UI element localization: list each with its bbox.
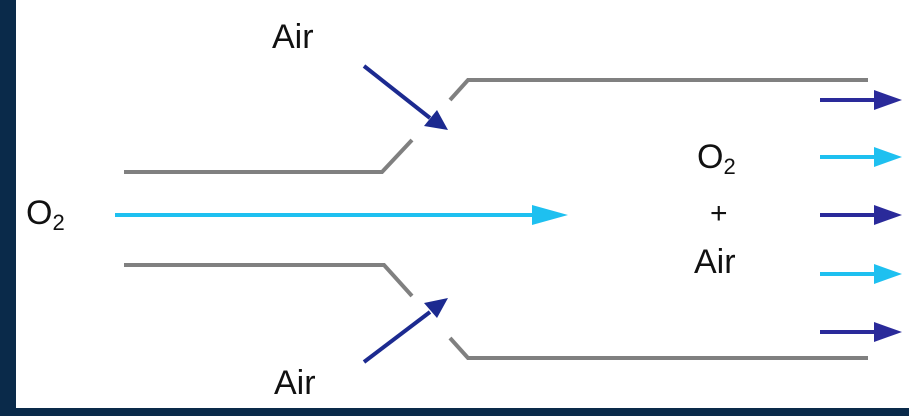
air-label-top-text: Air	[272, 18, 314, 56]
lower-chamber-wall	[448, 336, 868, 360]
air-label-top: Air	[272, 20, 314, 54]
oxygen-label-inlet-subscript: 2	[52, 210, 65, 235]
oxygen-label-inlet: O2	[26, 196, 65, 234]
mixture-label-air-text: Air	[694, 243, 736, 281]
mixture-label-oxygen-main: O	[697, 138, 724, 176]
outlet-arrow-4	[820, 264, 902, 284]
arrow-up-right-icon	[424, 298, 448, 318]
outlet-arrow-5	[820, 322, 902, 342]
arrow-right-icon	[874, 264, 902, 284]
air-inflow-arrow-top	[362, 64, 448, 130]
mixture-label-plus-text: +	[710, 197, 728, 230]
lower-inlet-wall	[124, 263, 414, 298]
mixture-label-oxygen: O2	[697, 140, 736, 178]
air-label-bottom-text: Air	[274, 364, 316, 402]
mixture-label-plus: +	[710, 199, 728, 229]
mixture-label-oxygen-subscript: 2	[723, 154, 736, 179]
outlet-arrow-2	[820, 147, 902, 167]
arrow-right-icon	[874, 322, 902, 342]
outlet-arrow-3	[820, 205, 902, 225]
arrow-right-icon	[532, 205, 568, 225]
arrow-right-icon	[874, 205, 902, 225]
upper-chamber-wall	[448, 78, 868, 102]
oxygen-inflow-arrow	[115, 205, 568, 225]
arrow-down-right-icon	[424, 110, 448, 130]
diagram-panel	[16, 0, 909, 408]
arrow-right-icon	[874, 147, 902, 167]
upper-inlet-wall	[124, 138, 414, 174]
outlet-arrows	[820, 90, 902, 342]
duct-walls	[124, 78, 868, 360]
arrow-right-icon	[874, 90, 902, 110]
air-inflow-arrow-bottom	[362, 298, 448, 364]
outlet-arrow-1	[820, 90, 902, 110]
air-label-bottom: Air	[274, 366, 316, 400]
mixture-label-air: Air	[694, 245, 736, 279]
oxygen-label-inlet-main: O	[26, 194, 53, 232]
